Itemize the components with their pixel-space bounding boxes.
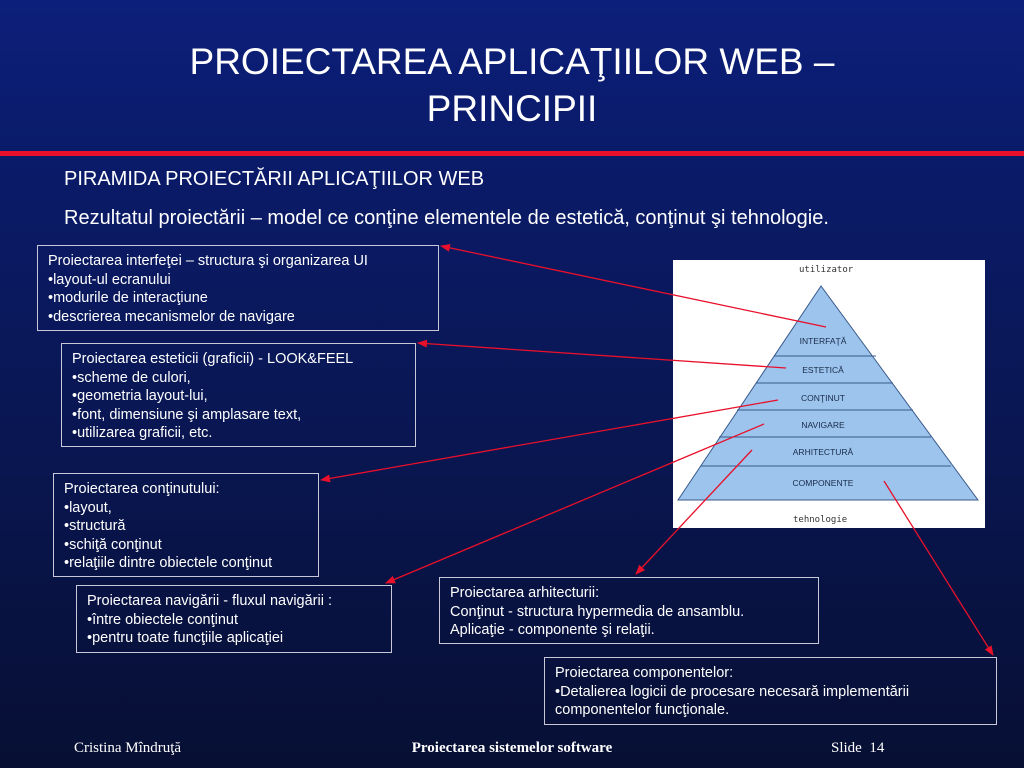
box-content-design: Proiectarea conţinutului: •layout, •stru…	[53, 473, 319, 577]
arrow-aesthetic	[417, 339, 787, 369]
box-line: •layout,	[64, 499, 112, 516]
box-line: •schiţă conţinut	[64, 536, 162, 553]
arrow-interface	[440, 243, 827, 328]
pyramid-layer-arhitectura: ARHITECTURĂ	[793, 447, 854, 457]
box-line: Proiectarea navigării - fluxul navigării…	[87, 593, 332, 609]
arrow-navigation	[385, 423, 765, 584]
box-component-design: Proiectarea componentelor: •Detalierea l…	[544, 657, 997, 725]
section-heading: PIRAMIDA PROIECTĂRII APLICAŢIILOR WEB	[64, 168, 485, 190]
pyramid-layer-navigare: NAVIGARE	[801, 420, 845, 430]
footer-slide-label: Slide	[831, 740, 862, 756]
footer-slide-number: Slide 14	[831, 740, 884, 757]
box-line: Proiectarea componentelor:	[555, 665, 734, 681]
footer-author: Cristina Mîndruţă	[74, 740, 182, 756]
pyramid-shape	[677, 285, 979, 501]
box-line: Proiectarea interfeţei – structura şi or…	[48, 253, 368, 269]
box-line: Conţinut - structura hypermedia de ansam…	[450, 603, 745, 620]
pyramid-bottom-label: tehnologie	[793, 515, 847, 525]
footer-slide-value: 14	[869, 740, 885, 756]
box-line: Proiectarea conţinutului:	[64, 481, 220, 497]
box-line: •utilizarea graficii, etc.	[72, 425, 213, 441]
box-line: •Detalierea logicii de procesare necesar…	[555, 683, 910, 700]
slide-title: PROIECTAREA APLICAŢIILOR WEB – PRINCIPII	[60, 38, 964, 132]
arrow-content	[320, 399, 779, 483]
pyramid-svg: utilizator INTERFAŢĂ ESTETICĂ CONŢINUT N…	[677, 265, 979, 525]
box-line: •scheme de culori,	[72, 369, 191, 386]
arrow-architecture	[635, 449, 753, 575]
box-line: •descrierea mecanismelor de navigare	[48, 308, 295, 325]
box-aesthetic-design: Proiectarea esteticii (graficii) - LOOK&…	[61, 343, 416, 447]
slide-title-line2: PRINCIPII	[426, 88, 598, 129]
footer-course: Proiectarea sistemelor software	[411, 740, 613, 756]
box-line: Aplicaţie - componente şi relaţii.	[450, 622, 655, 638]
pyramid-layer-interfata: INTERFAŢĂ	[800, 336, 847, 346]
box-line: •structură	[64, 518, 126, 534]
box-line: •între obiectele conţinut	[87, 611, 238, 628]
box-line: Proiectarea arhitecturii:	[450, 585, 600, 601]
pyramid-top-label: utilizator	[799, 265, 854, 275]
box-line: •relaţiile dintre obiectele conţinut	[64, 555, 273, 571]
box-line: •pentru toate funcţiile aplicaţiei	[87, 630, 284, 646]
box-navigation-design: Proiectarea navigării - fluxul navigării…	[76, 585, 392, 653]
pyramid-layer-continut: CONŢINUT	[801, 393, 845, 403]
slide-title-line1: PROIECTAREA APLICAŢIILOR WEB –	[189, 41, 835, 82]
box-line: •geometria layout-lui,	[72, 388, 208, 404]
pyramid-diagram: utilizator INTERFAŢĂ ESTETICĂ CONŢINUT N…	[673, 260, 985, 528]
box-line: •layout-ul ecranului	[48, 271, 171, 288]
section-description: Rezultatul proiectării – model ce conţin…	[64, 207, 829, 229]
box-line: •font, dimensiune şi amplasare text,	[72, 406, 302, 423]
arrow-components	[883, 480, 994, 656]
box-interface-design: Proiectarea interfeţei – structura şi or…	[37, 245, 439, 331]
pyramid-layer-estetica: ESTETICĂ	[802, 365, 844, 375]
box-line: componentelor funcţionale.	[555, 702, 730, 718]
title-divider	[0, 151, 1024, 156]
box-line: Proiectarea esteticii (graficii) - LOOK&…	[72, 351, 354, 367]
box-architecture-design: Proiectarea arhitecturii: Conţinut - str…	[439, 577, 819, 644]
pyramid-layer-componente: COMPONENTE	[793, 478, 854, 488]
box-line: •modurile de interacţiune	[48, 290, 208, 306]
